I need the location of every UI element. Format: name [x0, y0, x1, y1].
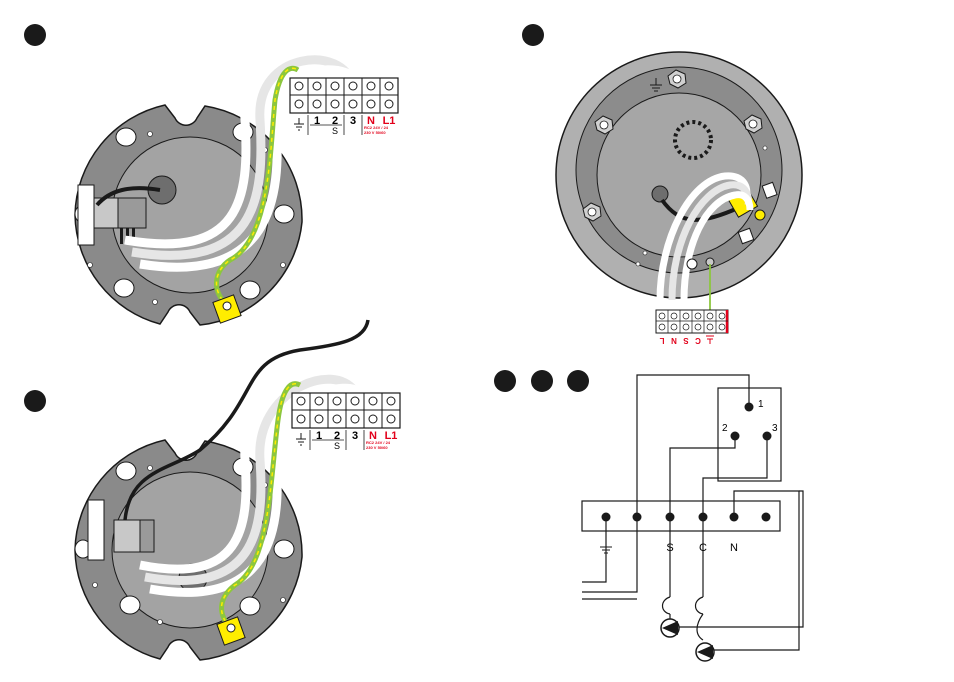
step-marker-4b	[531, 370, 553, 392]
panel-b-label-3: 3	[352, 430, 358, 442]
panel-b-terminal-block: 1 2 3 N L1 S RC2 24V / 24 230 V 50/60	[291, 392, 401, 451]
panel-a-spec-1: RC2 24V / 24	[364, 125, 389, 130]
panel-c-earth-symbol	[650, 78, 662, 92]
panel-d-label-s: S	[666, 542, 673, 554]
panel-b-label-n: N	[369, 430, 377, 442]
panel-d-label-c: C	[699, 542, 707, 554]
panel-a-spec-2: 230 V 50/60	[364, 130, 386, 135]
panel-d-switch-pin-2	[730, 431, 740, 441]
panel-d-terminal-dot	[601, 512, 611, 522]
step-marker-4c	[567, 370, 589, 392]
step-marker-2	[522, 24, 544, 46]
panel-d-pump-icon-1	[660, 618, 680, 638]
panel-c-label-l: L	[659, 336, 664, 345]
panel-d-earth-symbol	[600, 540, 612, 554]
panel-a-label-3: 3	[350, 115, 356, 127]
panel-a-terminal-block: 1 2 3 N L1 S RC2 24V / 24 230 V 50/60	[289, 77, 399, 136]
panel-c-motor-housing	[555, 51, 803, 312]
panel-d-pump-icon-2	[695, 642, 715, 662]
panel-d-terminal-bar	[581, 500, 781, 532]
panel-b-label-1: 1	[316, 430, 322, 442]
panel-a-label-s: S	[332, 126, 338, 136]
step-marker-3	[24, 390, 46, 412]
panel-a-label-n: N	[367, 115, 375, 127]
panel-b-motor-plate	[74, 319, 370, 661]
panel-d-terminal-dot	[665, 512, 675, 522]
panel-a-label-l1: L1	[383, 115, 396, 127]
panel-c-terminal-strip: L N S C	[655, 309, 729, 345]
panel-b-label-l1: L1	[385, 430, 398, 442]
panel-a-label-2: 2	[332, 115, 338, 127]
panel-d-switch-label-1: 1	[758, 399, 764, 410]
panel-b-earth-symbol	[296, 433, 306, 446]
panel-d-switch-pin-1	[744, 402, 754, 412]
panel-d-switch-label-3: 3	[772, 423, 778, 434]
panel-a-earth-symbol	[294, 118, 304, 131]
step-marker-4a	[494, 370, 516, 392]
panel-d-label-n: N	[730, 542, 738, 554]
panel-b-spec-2: 230 V 50/60	[366, 445, 388, 450]
panel-d-switch-label-2: 2	[722, 423, 728, 434]
panel-c-label-c: C	[695, 336, 701, 345]
panel-c-strip-earth-symbol	[706, 335, 714, 344]
panel-d-terminal-dot	[729, 512, 739, 522]
panel-a-motor-plate	[74, 44, 365, 326]
panel-b-label-2: 2	[334, 430, 340, 442]
panel-b-label-s: S	[334, 441, 340, 451]
panel-c-label-n: N	[671, 336, 677, 345]
panel-d-switch-pin-3	[762, 431, 772, 441]
panel-c-label-s: S	[683, 336, 689, 345]
panel-d-terminal-dot	[632, 512, 642, 522]
panel-b-spec-1: RC2 24V / 24	[366, 440, 391, 445]
panel-d-schematic	[581, 374, 804, 651]
panel-d-terminal-dot	[698, 512, 708, 522]
panel-a-label-1: 1	[314, 115, 320, 127]
step-marker-1	[24, 24, 46, 46]
panel-d-terminal-dot	[761, 512, 771, 522]
